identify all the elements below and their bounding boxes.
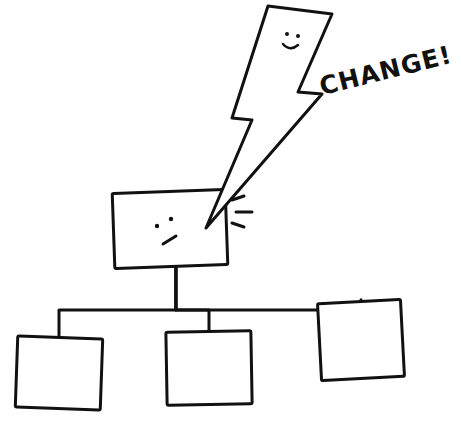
report-box [164, 329, 253, 407]
report-box [14, 334, 105, 411]
face-eye [169, 217, 173, 221]
bolt-eye [296, 34, 300, 38]
manager-box [111, 188, 230, 270]
org-connector [176, 268, 209, 331]
org-connector [59, 268, 176, 336]
exclamation-label: CHANGE! [317, 40, 456, 101]
face-mouth [163, 236, 176, 244]
bolt-eye [285, 32, 289, 36]
report-box [316, 298, 406, 382]
lightning-bolt [206, 6, 332, 228]
face-eye [155, 224, 159, 228]
impact-marks [232, 196, 252, 227]
bolt-smile [283, 44, 298, 48]
